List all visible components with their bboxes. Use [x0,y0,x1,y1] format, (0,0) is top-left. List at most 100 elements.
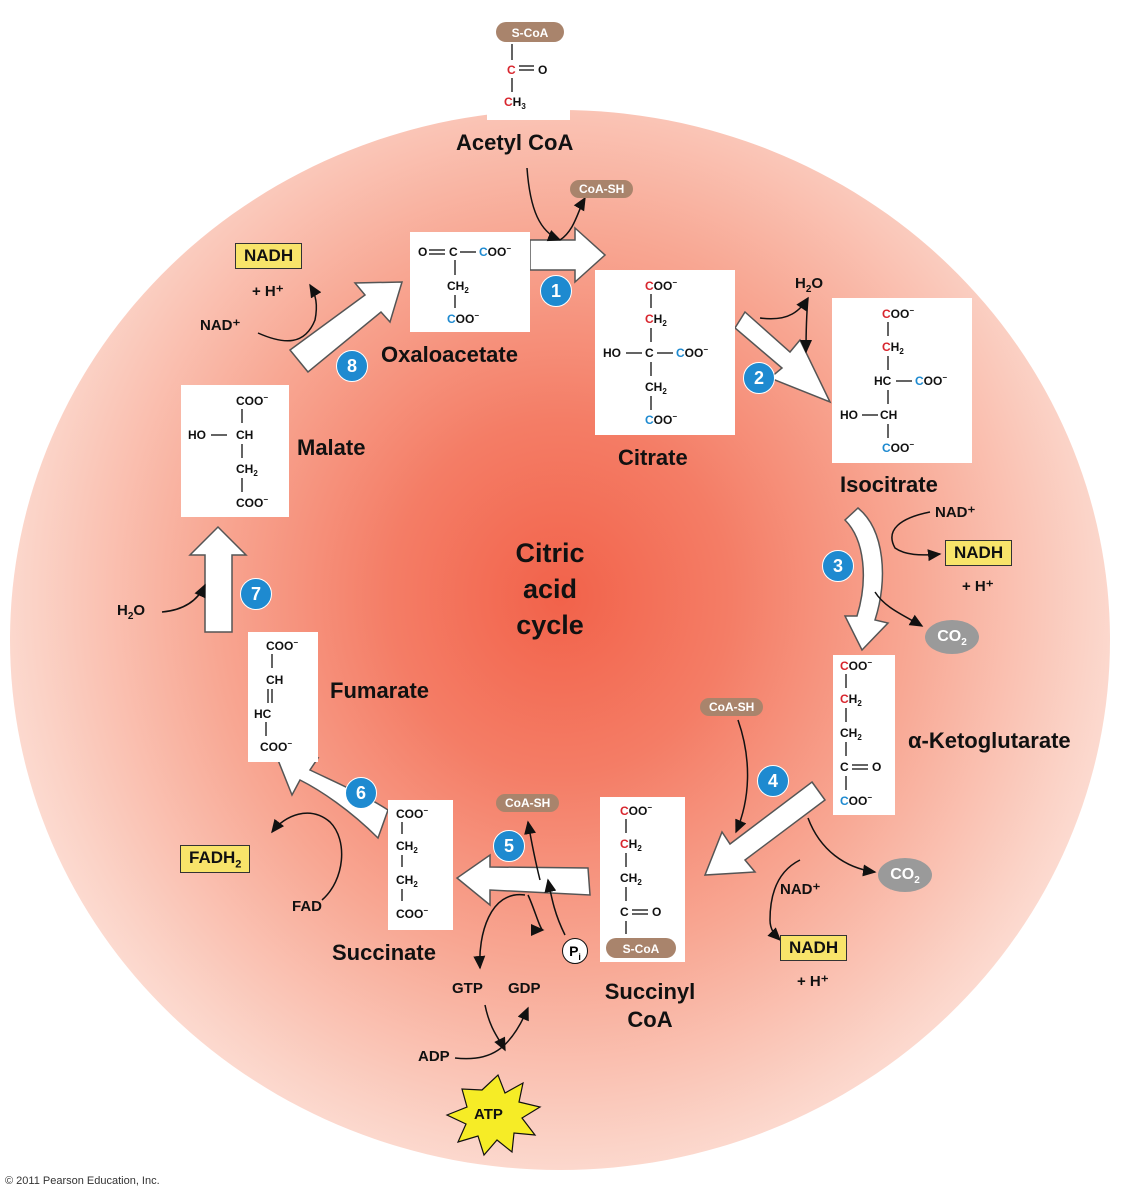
malate-structure: COO− HO CH CH2 COO− [181,385,289,517]
label-oxaloacetate: Oxaloacetate [381,342,518,367]
step-badge-6: 6 [345,777,377,809]
svg-text:CH2: CH2 [840,692,862,708]
acetyl-coa-structure: S-CoA C O CH3 [487,20,570,120]
coash-pill-step4: CoA-SH [700,698,764,716]
svg-text:COO−: COO− [396,906,428,921]
step-badge-3: 3 [822,550,854,582]
svg-text:CH2: CH2 [236,462,258,478]
cycle-arrows [188,226,890,907]
h2o-step2: H2O [795,275,824,295]
svg-text:COO−: COO− [882,440,914,455]
h-plus-step3: + H⁺ [962,578,994,595]
arrow-step-4 [703,780,827,876]
label-succinate: Succinate [332,940,436,965]
svg-text:CH2: CH2 [645,312,667,328]
svg-text:CH: CH [236,428,253,442]
svg-text:CH2: CH2 [447,279,469,295]
svg-text:COO−: COO− [645,412,677,427]
svg-text:COO−: COO− [840,793,872,808]
svg-text:O: O [418,245,427,259]
co2-step3: CO2 [925,620,979,654]
cycle-title-line-2: acid [522,574,578,604]
phosphate-circle: Pi [562,938,588,964]
svg-text:COO−: COO− [840,658,872,673]
svg-text:CH2: CH2 [840,726,862,742]
cycle-title: Citric acid cycle [480,535,620,643]
cycle-title-line-1: Citric [515,538,585,568]
svg-text:HO: HO [603,346,621,360]
nadh-box-step4: NADH [780,935,848,961]
step-badge-8: 8 [336,350,368,382]
nad-plus-step3: NAD⁺ [935,504,976,521]
gtp-label: GTP [452,980,483,997]
nad-plus-step8: NAD⁺ [200,317,241,334]
label-citrate: Citrate [618,445,688,470]
svg-text:C: C [645,346,654,360]
side-arrows [161,167,942,1060]
label-acetyl-coa: Acetyl CoA [456,130,574,155]
svg-text:HC: HC [254,707,272,721]
label-fumarate: Fumarate [330,678,430,703]
svg-text:CH3: CH3 [504,95,526,111]
svg-text:COO−: COO− [260,739,292,754]
svg-text:C: C [620,905,629,919]
fadh2-box: FADH2 [180,845,251,874]
succinyl-coa-structure: COO− CH2 CH2 C O S-CoA [600,797,685,962]
svg-text:COO−: COO− [396,806,428,821]
copyright-notice: © 2011 Pearson Education, Inc. [5,1175,160,1187]
step-badge-7: 7 [240,578,272,610]
atp-starburst [445,1073,542,1157]
step-badge-2: 2 [743,362,775,394]
svg-text:CH2: CH2 [396,839,418,855]
coash-pill-step5: CoA-SH [496,794,560,812]
adp-label: ADP [418,1048,450,1065]
arrow-step-3 [843,507,890,652]
svg-text:O: O [538,63,547,77]
svg-text:CH2: CH2 [620,837,642,853]
cycle-title-line-3: cycle [516,610,584,640]
svg-text:S-CoA: S-CoA [512,26,549,40]
h-plus-step8: + H⁺ [252,283,284,300]
arrow-step-8 [288,281,404,374]
svg-text:COO−: COO− [915,373,947,388]
svg-text:COO−: COO− [479,244,511,259]
svg-text:CH: CH [880,408,897,422]
label-alpha-ketoglutarate: α-Ketoglutarate [908,728,1071,753]
label-malate: Malate [297,435,366,460]
svg-text:CH2: CH2 [396,873,418,889]
step-badge-5: 5 [493,830,525,862]
svg-text:COO−: COO− [447,311,479,326]
arrow-step-1 [529,226,607,284]
svg-text:C: C [449,245,458,259]
step-badge-1: 1 [540,275,572,307]
fumarate-structure: COO− CH HC COO− [248,632,318,762]
svg-text:COO−: COO− [236,393,268,408]
arrow-step-5 [455,853,591,907]
label-succinyl-coa: Succinyl CoA [604,979,696,1032]
gdp-label: GDP [508,980,541,997]
arrow-step-7 [188,525,248,633]
svg-text:C: C [840,760,849,774]
svg-text:O: O [652,905,661,919]
svg-text:CH2: CH2 [882,340,904,356]
isocitrate-structure: COO− CH2 HC COO− HO CH COO− [832,298,972,463]
svg-text:COO−: COO− [676,345,708,360]
fad-label: FAD [292,898,322,915]
citrate-structure: COO− CH2 HO C COO− CH2 COO− [595,270,735,435]
svg-text:COO−: COO− [620,803,652,818]
label-isocitrate: Isocitrate [840,472,938,497]
svg-text:COO−: COO− [266,638,298,653]
nad-plus-step4: NAD⁺ [780,881,821,898]
co2-step4: CO2 [878,858,932,892]
svg-text:COO−: COO− [236,495,268,510]
svg-text:COO−: COO− [645,278,677,293]
svg-text:HO: HO [840,408,858,422]
atp-label: ATP [474,1106,503,1123]
svg-text:CH2: CH2 [620,871,642,887]
svg-text:COO−: COO− [882,306,914,321]
alpha-ketoglutarate-structure: COO− CH2 CH2 C O COO− [833,655,895,815]
svg-text:CH: CH [266,673,283,687]
svg-text:HO: HO [188,428,206,442]
h-plus-step4: + H⁺ [797,973,829,990]
